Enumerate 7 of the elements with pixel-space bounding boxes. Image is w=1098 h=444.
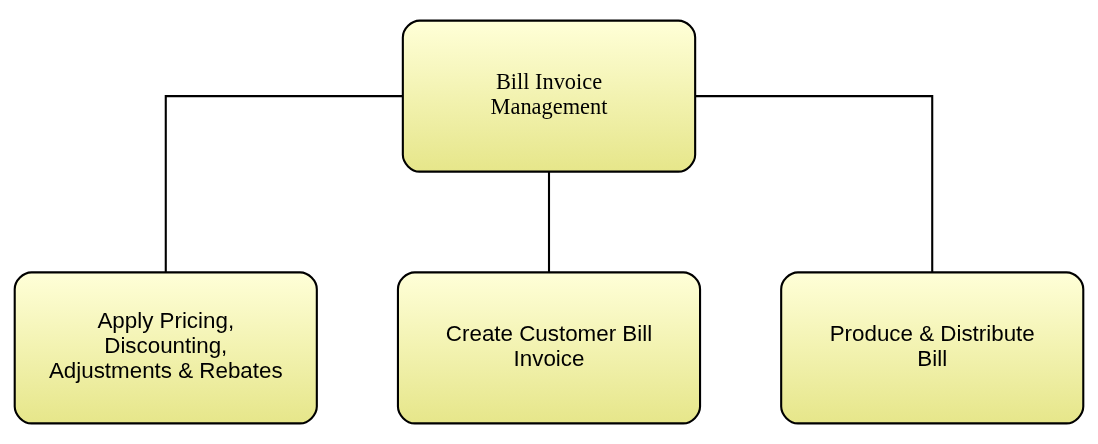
connector bbox=[695, 95, 934, 273]
node-box: Bill Invoice Management bbox=[401, 19, 697, 173]
connector bbox=[547, 171, 551, 272]
node-box: Create Customer Bill Invoice bbox=[396, 271, 702, 425]
node-box: Apply Pricing, Discounting, Adjustments & Rebates bbox=[13, 271, 318, 425]
node-box: Produce & Distribute Bill bbox=[780, 271, 1085, 425]
connector bbox=[164, 95, 403, 273]
